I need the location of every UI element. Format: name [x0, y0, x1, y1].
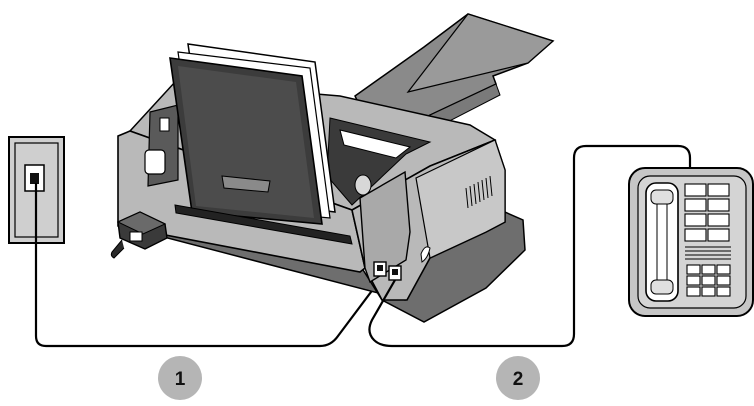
callout-1: 1 — [158, 356, 202, 400]
printer-phone-ports — [373, 261, 402, 281]
power-adapter-icon — [110, 211, 168, 259]
callout-2: 2 — [496, 356, 540, 400]
callout-1-label: 1 — [175, 369, 186, 390]
phone-cable-2 — [368, 144, 692, 348]
callout-2-label: 2 — [513, 369, 524, 390]
desk-telephone-icon — [628, 167, 754, 317]
paper-support — [169, 43, 353, 245]
phone-cable-1 — [34, 183, 387, 348]
